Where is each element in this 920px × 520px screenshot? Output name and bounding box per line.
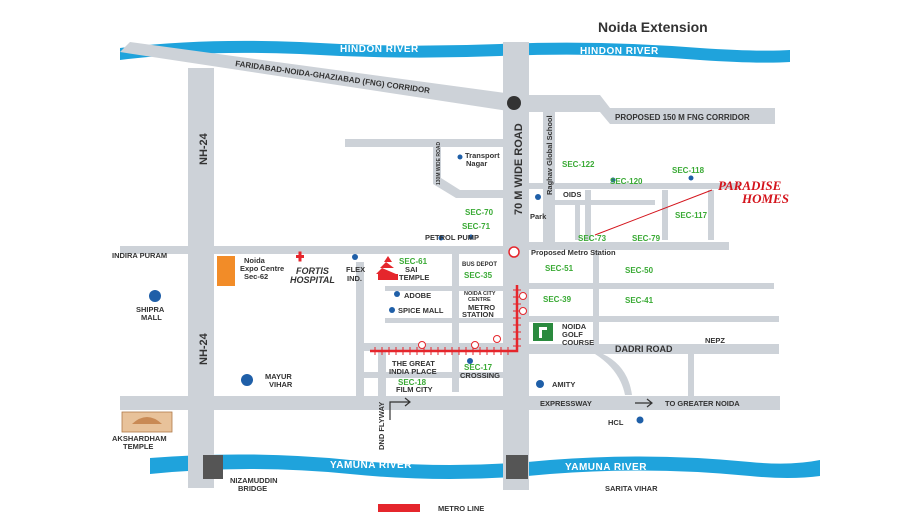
yamuna-river-label-2: YAMUNA RIVER [565,462,647,473]
sector-71: SEC-71 [462,222,491,231]
nh24-label-top: NH-24 [198,132,210,165]
expo-label-1: Noida [244,256,266,265]
metro-station-icon [508,246,520,258]
sector-18: SEC-18 [398,378,427,387]
sai-temple-label-1: SAI [405,265,418,274]
metro-line [370,285,519,353]
crossing-label: CROSSING [460,371,500,380]
sector-50: SEC-50 [625,266,654,275]
nepz-label: NEPZ [705,336,725,345]
sector-61: SEC-61 [399,257,428,266]
petrol-pump-label: PETROL PUMP [425,233,479,242]
park-label: Park [530,212,547,221]
hindon-river-label-1: HINDON RIVER [340,44,419,55]
great-india-label-1: THE GREAT [392,359,435,368]
expressway-label: EXPRESSWAY [540,399,592,408]
adobe-label: ADOBE [404,291,431,300]
sector-118: SEC-118 [672,166,705,175]
location-markers [149,154,694,424]
sector-70: SEC-70 [465,208,494,217]
mayur-label-2: VIHAR [269,380,293,389]
golf-label-1: NOIDA [562,322,587,331]
sector-120: SEC-120 [610,177,643,186]
junction-icon [507,96,521,110]
transport-nagar-label-2: Nagar [466,159,487,168]
hcl-label: HCL [608,418,624,427]
great-india-label-2: INDIA PLACE [389,367,437,376]
metro-station-label: Proposed Metro Station [531,248,616,257]
yamuna-river [150,454,820,479]
project-name-line1: PARADISE [718,178,782,193]
legend-metro-label: METRO LINE [438,504,484,513]
nh24-label-bottom: NH-24 [198,332,210,365]
to-greater-noida-label: TO GREATER NOIDA [665,399,740,408]
sector-51: SEC-51 [545,264,574,273]
transport-nagar-label-1: Transport [465,151,500,160]
amity-label: AMITY [552,380,575,389]
shipra-label-2: MALL [141,313,162,322]
golf-label-3: COURSE [562,338,594,347]
project-name-line2: HOMES [741,191,789,206]
metro-stations [418,292,527,349]
expo-label-2: Expo Centre [240,264,284,273]
yamuna-river-label-1: YAMUNA RIVER [330,460,412,471]
arrow-right-icon [635,398,653,408]
map-title: Noida Extension [598,19,708,35]
nizamuddin-label-1: NIZAMUDDIN [230,476,278,485]
hospital-cross-icon [296,251,304,262]
bus-depot-label: BUS DEPOT [462,262,497,268]
sector-17: SEC-17 [464,363,493,372]
dadri-road-label: DADRI ROAD [615,344,673,354]
wide-road-130-label: 130M WIDE ROAD [436,142,442,185]
metro-station-label-1: METRO [468,303,495,312]
wide-road-label: 70 M WIDE ROAD [513,123,525,215]
akshardham-label-2: TEMPLE [123,442,153,451]
film-city-label: FILM CITY [396,385,433,394]
sector-122: SEC-122 [562,160,595,169]
mayur-label-1: MAYUR [265,372,292,381]
sector-79: SEC-79 [632,234,661,243]
hindon-river [120,40,790,63]
oids-label: OIDS [563,190,581,199]
city-centre-label-2: CENTRE [468,297,491,303]
golf-flag-icon [539,327,547,338]
golf-label-2: GOLF [562,330,583,339]
flex-label-1: FLEX [346,265,365,274]
raghav-school-label: Raghav Global School [545,115,554,195]
sector-41: SEC-41 [625,296,654,305]
fortis-label-1: FORTIS [296,266,329,276]
akshardham-label-1: AKSHARDHAM [112,434,167,443]
expo-label-3: Sec-62 [244,272,268,281]
shipra-label-1: SHIPRA [136,305,165,314]
dnd-flyway-label: DND FLYWAY [377,402,386,450]
nizamuddin-bridge-icon [203,455,223,479]
expo-centre-block [217,256,235,286]
hindon-river-label-2: HINDON RIVER [580,46,659,57]
golf-course-icon [533,323,553,341]
metro-station-label-2: STATION [462,310,494,319]
spice-mall-label: SPICE MALL [398,306,444,315]
legend-metro-swatch [378,504,420,512]
nizamuddin-label-2: BRIDGE [238,484,267,493]
sector-73: SEC-73 [578,234,607,243]
akshardham-dome-icon [132,417,162,424]
metro-ticks [374,289,521,355]
city-centre-label-1: NOIDA CITY [464,291,496,297]
road-network [120,42,780,490]
sector-35: SEC-35 [464,271,493,280]
indira-puram-label: INDIRA PURAM [112,251,167,260]
sarita-vihar-label: SARITA VIHAR [605,484,658,493]
temple-icon [376,256,398,280]
sector-39: SEC-39 [543,295,572,304]
sai-temple-label-2: TEMPLE [399,273,429,282]
fng-corridor-label: FARIDABAD-NOIDA-GHAZIABAD (FNG) CORRIDOR [235,59,431,95]
flex-label-2: IND. [347,274,362,283]
project-pointer-line [594,189,713,236]
dnd-arrow-icon [389,397,411,420]
proposed-fng-label: PROPOSED 150 M FNG CORRIDOR [615,113,750,122]
sector-117: SEC-117 [675,211,708,220]
fortis-label-2: HOSPITAL [290,275,335,285]
bridge-icon [506,455,528,479]
